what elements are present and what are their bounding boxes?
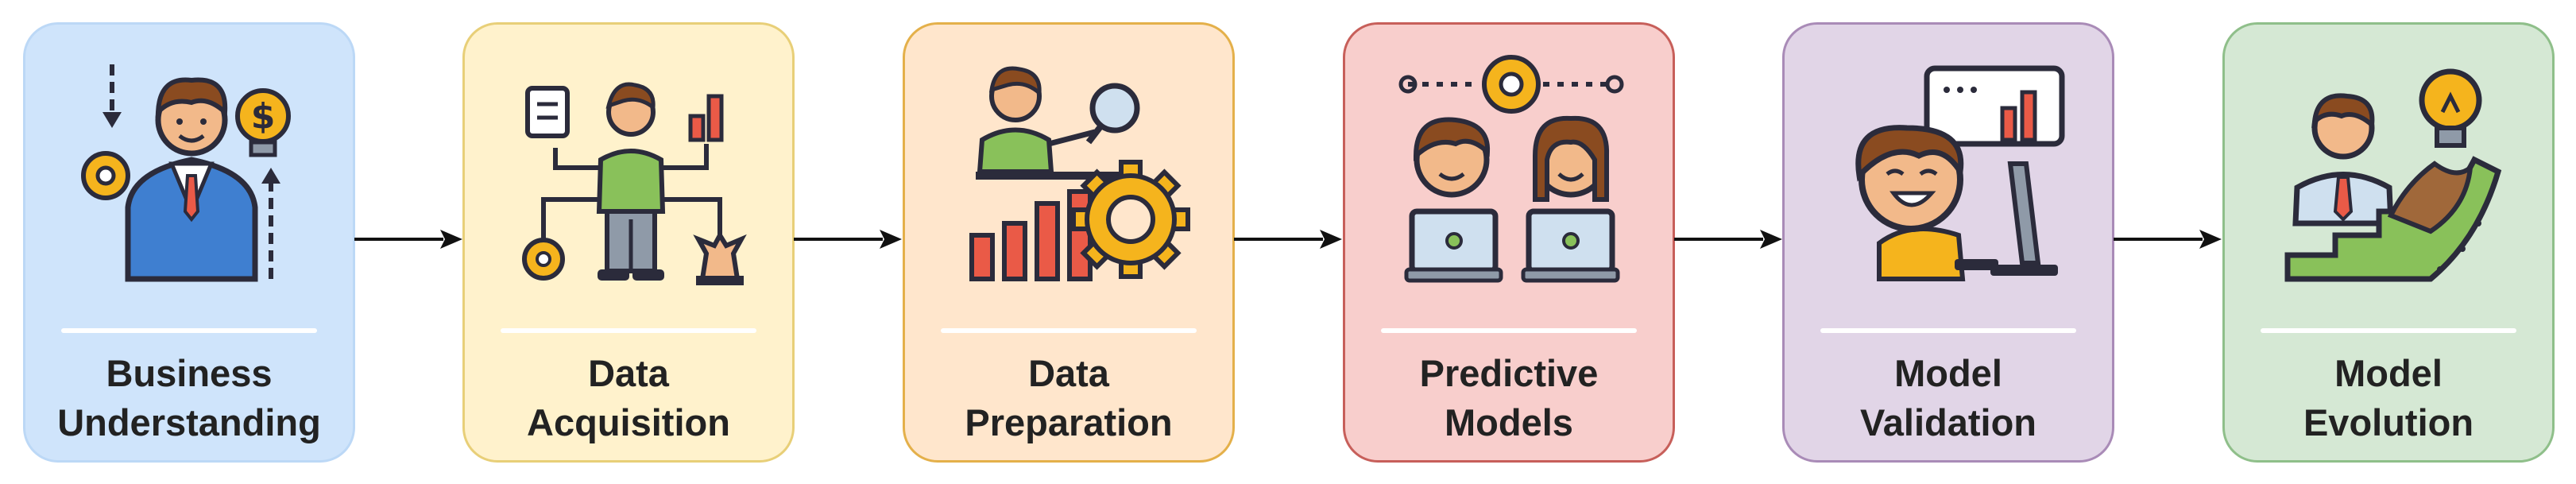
step-predictive-models: Predictive Models	[1343, 22, 1675, 463]
step-label: Data Acquisition	[473, 349, 784, 447]
step-label: Business Understanding	[33, 349, 345, 447]
step-business-understanding: $ Business Understanding	[23, 22, 355, 463]
step-label: Data Preparation	[913, 349, 1224, 447]
step-label: Model Evolution	[2233, 349, 2544, 447]
person-growth-bulb-icon	[2284, 68, 2502, 282]
step-label-line1: Model	[1894, 352, 2002, 394]
step-label-line1: Data	[588, 352, 669, 394]
team-laptops-gear-icon	[1398, 55, 1624, 283]
step-label-line2: Evolution	[2303, 401, 2474, 443]
step-label: Model Validation	[1793, 349, 2104, 447]
step-label-line1: Data	[1028, 352, 1109, 394]
flow-arrow	[354, 230, 462, 249]
step-label-line2: Models	[1445, 401, 1573, 443]
card-divider	[941, 328, 1197, 333]
person-data-network-icon	[522, 82, 747, 285]
step-data-preparation: Data Preparation	[903, 22, 1235, 463]
card-divider	[61, 328, 317, 333]
step-label-line2: Understanding	[57, 401, 321, 443]
flow-arrow	[794, 230, 902, 249]
card-divider	[501, 328, 756, 333]
flow-arrow	[2114, 230, 2222, 249]
card-divider	[2261, 328, 2516, 333]
step-label-line1: Model	[2334, 352, 2443, 394]
card-divider	[1820, 328, 2076, 333]
svg-text:$: $	[251, 96, 276, 137]
analyst-chart-gear-icon	[969, 66, 1190, 281]
flow-arrow	[1674, 230, 1782, 249]
step-data-acquisition: Data Acquisition	[462, 22, 795, 463]
step-label-line2: Preparation	[965, 401, 1173, 443]
step-label-line2: Acquisition	[527, 401, 730, 443]
step-label-line1: Predictive	[1419, 352, 1599, 394]
card-divider	[1381, 328, 1637, 333]
step-model-evolution: Model Evolution	[2222, 22, 2555, 463]
step-model-validation: Model Validation	[1782, 22, 2114, 463]
person-monitor-chart-icon	[1855, 65, 2065, 281]
step-label-line1: Business	[106, 352, 273, 394]
step-label: Predictive Models	[1353, 349, 1665, 447]
step-label-line2: Validation	[1860, 401, 2036, 443]
businessman-gear-dollar-icon: $	[81, 64, 291, 282]
flow-arrow	[1234, 230, 1342, 249]
